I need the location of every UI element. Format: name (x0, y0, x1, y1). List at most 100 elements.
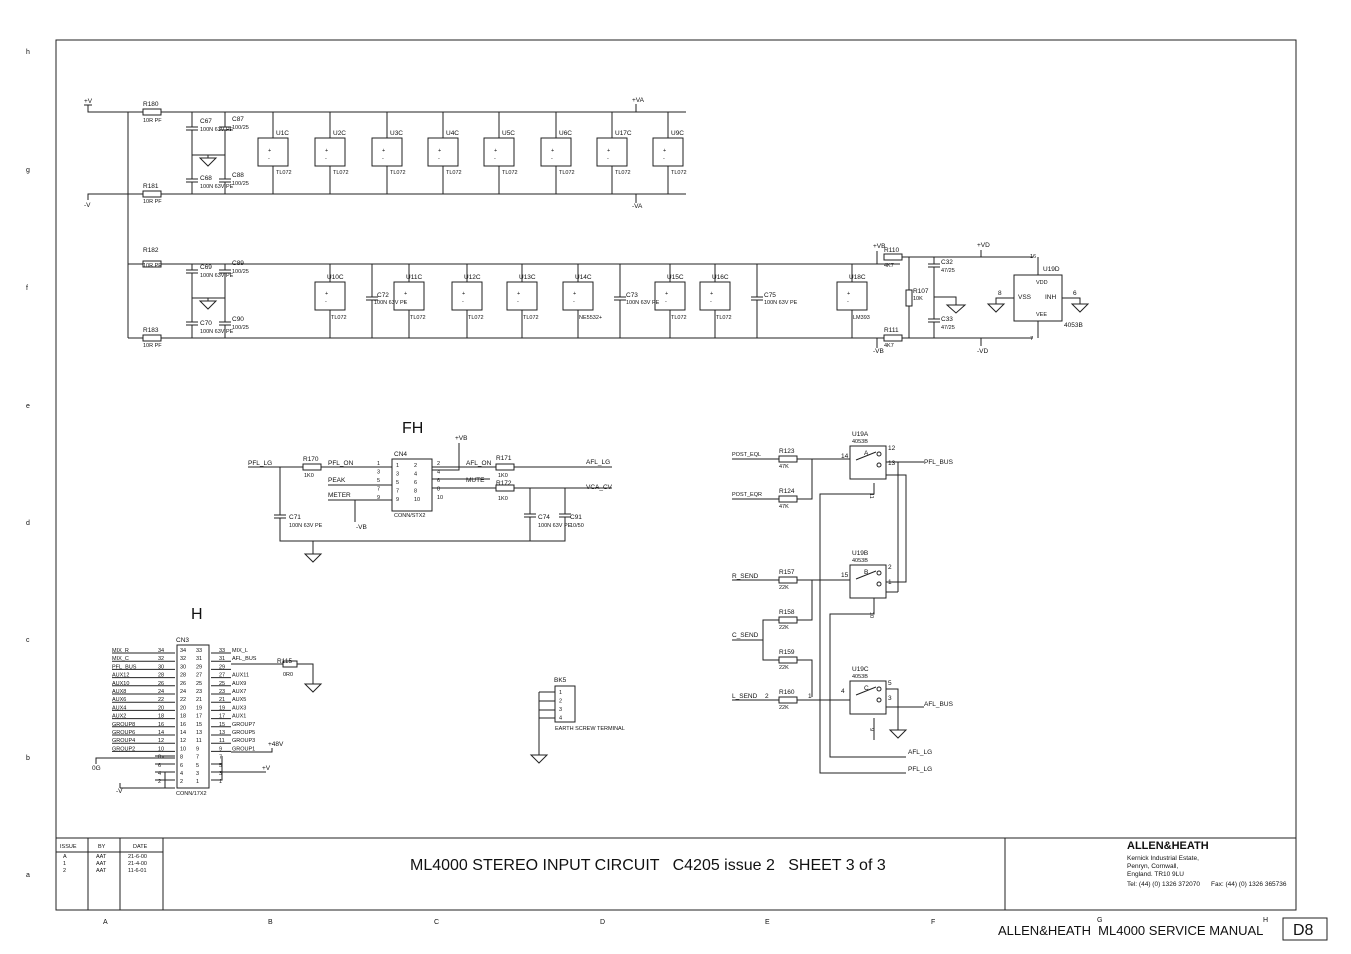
cn3-pin-num-left: 4 (158, 771, 161, 777)
grid-row-c: c (26, 637, 30, 644)
cn4-pin-inner: 3 (396, 472, 399, 478)
cn3-pin-inner-left: 32 (180, 656, 186, 662)
cn3-pin-num-left: 2 (158, 779, 161, 785)
r115-ref: R115 (277, 658, 292, 665)
issue-row-date: 21-4-00 (128, 861, 147, 867)
ic-part: TL072 (671, 315, 687, 321)
r111-value: 4K7 (884, 343, 894, 349)
switch-u19c (849, 680, 887, 715)
net-vca-cv: VCA_CV (586, 484, 613, 491)
cn3-pin-inner-right: 23 (196, 689, 202, 695)
resistor-r107 (905, 289, 913, 307)
ic-ref: U14C (575, 274, 592, 281)
section-fh-label: FH (402, 420, 423, 437)
switch-pin-in: 4 (841, 688, 845, 695)
cn3-net-left: MIX_R (112, 648, 129, 654)
c67-ref: C67 (200, 118, 212, 125)
cn3-pin-num-right: 21 (219, 697, 225, 703)
cn3-pin-num-right: 31 (219, 656, 225, 662)
cn4-pin-outer: 4 (437, 470, 440, 476)
cn4-pin-inner: 9 (396, 497, 399, 503)
ic-u16c (699, 281, 731, 311)
grid-col-a: A (103, 919, 108, 926)
cn3-pin-num-left: 12 (158, 738, 164, 744)
footer-manual-title: ALLEN&HEATH ML4000 SERVICE MANUAL (998, 923, 1263, 938)
cn3-pin-inner-right: 31 (196, 656, 202, 662)
cn4-pin-outer: 1 (377, 461, 380, 467)
ic-symbol-plus: + (462, 291, 465, 297)
cn3-part: CONN/17X2 (176, 791, 207, 797)
resistor-r181 (142, 190, 162, 198)
rail-plus-v: +V (84, 98, 93, 105)
cn3-net-left: AUX10 (112, 681, 129, 687)
c88-value: 100/25 (232, 181, 249, 187)
c33-value: 47/25 (941, 325, 955, 331)
grid-col-letters: A B C D E F G H (103, 917, 1268, 926)
cn4-ref: CN4 (394, 451, 407, 458)
cn3-pin-num-left: 24 (158, 689, 164, 695)
ic-part: TL072 (390, 170, 406, 176)
cn3-pin-inner-right: 15 (196, 722, 202, 728)
cn3-pin-num-left: 10 (158, 746, 164, 752)
r172-ref: R172 (496, 480, 512, 487)
grid-col-d: D (600, 919, 605, 926)
ic-part: TL072 (615, 170, 631, 176)
r170-value: 1K0 (304, 473, 314, 479)
ic-part: TL072 (446, 170, 462, 176)
net-meter: METER (328, 492, 351, 499)
rail-plus-vb: +VB (873, 243, 885, 250)
r180-value: 10R PF (143, 118, 162, 124)
r183-ref: R183 (143, 327, 159, 334)
cn3-pin-inner-left: 4 (180, 771, 183, 777)
resistor-r170 (302, 463, 322, 471)
cn3-pin-num-right: 7 (219, 755, 222, 761)
cn3-pin-inner-right: 21 (196, 697, 202, 703)
cn3-pin-num-right: 33 (219, 648, 225, 654)
cn3-pin-inner-left: 16 (180, 722, 186, 728)
cn4-pin-inner: 7 (396, 489, 399, 495)
rail-plus-48v: +48V (268, 741, 284, 748)
cn3-pin-inner-left: 24 (180, 689, 186, 695)
switch-circuit: POST_EQL R123 47K POST_EQR R124 47K R_SE… (732, 431, 954, 774)
grid-row-d: d (26, 520, 30, 527)
issue-row-by: AAT (96, 861, 107, 867)
ic-symbol-minus: - (573, 299, 575, 305)
resistor-r111 (883, 334, 903, 342)
rail-plus-v-h: +V (262, 765, 271, 772)
ic-u15c (654, 281, 686, 311)
ic-symbol-plus: + (325, 291, 328, 297)
c68-ref: C68 (200, 175, 212, 182)
cn3-net-left: AUX12 (112, 673, 129, 679)
c74-value: 100N 63V PE (538, 523, 572, 529)
net-peak: PEAK (328, 477, 346, 484)
cn4-pin-outer: 8 (437, 487, 440, 493)
bk5-label: EARTH SCREW TERMINAL (555, 726, 625, 732)
ic-part: TL072 (523, 315, 539, 321)
power-row-1: +V -V R180 10R PF R181 10R PF +VA -VA C6… (84, 97, 900, 338)
cn3-pin-num-left: 30 (158, 664, 164, 670)
ic-part: TL072 (559, 170, 575, 176)
ic-part: LM393 (853, 315, 870, 321)
switch-letter: C (864, 685, 869, 692)
grid-row-f: f (26, 285, 28, 292)
ic-symbol-plus: + (847, 291, 850, 297)
c72-value: 100N 63V PE (374, 300, 408, 306)
cn3-pin-inner-right: 3 (196, 771, 199, 777)
c75-ref: C75 (764, 292, 776, 299)
cn3-pin-inner-left: 2 (180, 779, 183, 785)
c71-value: 100N 63V PE (289, 523, 323, 529)
ic-ref: U9C (671, 130, 684, 137)
c72-ref: C72 (377, 292, 389, 299)
ic-symbol-plus: + (438, 148, 441, 154)
output-afl-lg: AFL_LG (908, 749, 932, 756)
resistor-r183 (142, 334, 162, 342)
grid-col-h: H (1263, 917, 1268, 924)
ic-u11c (393, 281, 425, 311)
issue-row-issue: 2 (63, 868, 66, 874)
ic-symbol-minus: - (462, 299, 464, 305)
resistor-r180 (142, 108, 162, 116)
r115-value: 0R0 (283, 672, 293, 678)
